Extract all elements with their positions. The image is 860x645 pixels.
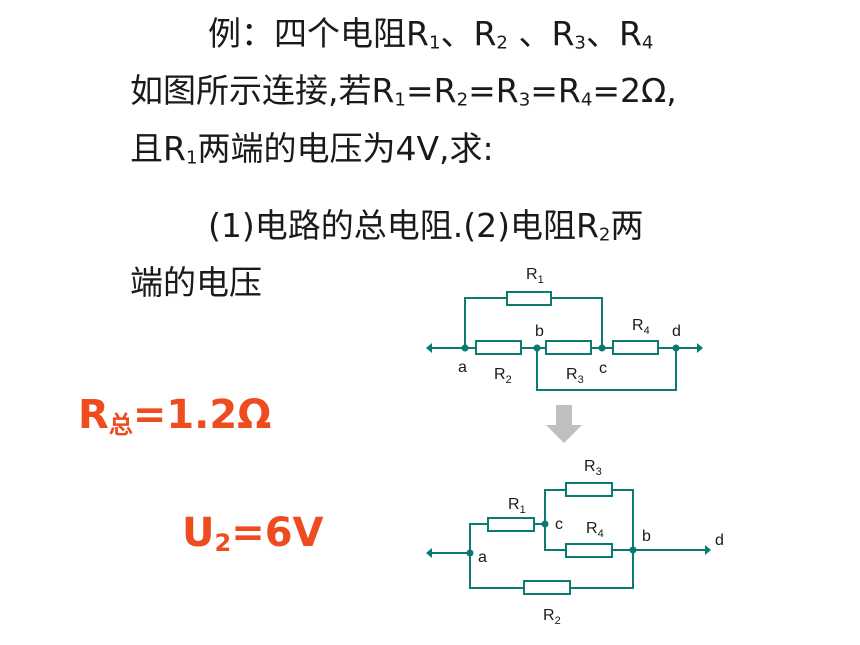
label-r1-eq: R1 — [508, 496, 526, 516]
node-a-dot — [461, 344, 469, 352]
subscript: 2 — [598, 224, 611, 246]
problem-line-2: 如图所示连接,若R1=R2=R3=R4=2Ω, — [130, 67, 730, 124]
problem-text: 、R — [440, 14, 497, 53]
answer-symbol: R — [78, 392, 109, 438]
node-c-dot — [598, 344, 606, 352]
subscript: 1 — [394, 89, 406, 111]
answer-total-resistance: R总=1.2Ω — [78, 392, 271, 440]
question-line-1: (1)电路的总电阻.(2)电阻R2两 — [130, 202, 730, 259]
label-r2-eq: R2 — [543, 607, 561, 627]
problem-text: =R — [405, 71, 457, 111]
answer-u2-voltage: U2=6V — [182, 510, 324, 557]
resistor-r2 — [475, 340, 522, 355]
subscript: 3 — [518, 89, 531, 111]
label-r2: R2 — [494, 366, 512, 386]
node-c-dot-eq — [541, 520, 549, 528]
label-r4: R4 — [632, 317, 650, 337]
resistor-r3 — [545, 340, 592, 355]
resistor-r4 — [612, 340, 659, 355]
answer-symbol: U — [182, 510, 215, 556]
answer-subscript: 总 — [108, 410, 133, 439]
subscript: 4 — [580, 89, 593, 111]
label-r3: R3 — [566, 366, 584, 386]
problem-text: =2Ω, — [592, 71, 677, 111]
problem-text: 且R — [130, 128, 186, 168]
subscript: 2 — [496, 32, 508, 54]
problem-text: 如图所示连接,若R — [130, 71, 395, 111]
label-node-c: c — [599, 360, 607, 377]
question-text: (1)电路的总电阻.(2)电阻R — [208, 205, 599, 245]
label-r4-eq: R4 — [586, 520, 604, 540]
problem-text: 两端的电压为4V,求: — [197, 128, 494, 168]
subscript: 1 — [185, 146, 198, 168]
label-node-a: a — [458, 359, 467, 376]
subscript: 3 — [574, 32, 586, 54]
answer-value: =6V — [231, 510, 324, 556]
down-arrow-icon — [546, 405, 582, 443]
terminal-arrow-right-2 — [705, 545, 711, 555]
label-node-a-eq: a — [478, 549, 487, 566]
node-b-dot — [533, 344, 541, 352]
subscript: 1 — [428, 32, 441, 54]
problem-text: =R — [530, 71, 581, 111]
subscript: 2 — [456, 89, 469, 111]
terminal-arrow-right — [697, 343, 703, 353]
label-node-d: d — [672, 323, 681, 340]
label-node-b: b — [535, 323, 544, 340]
node-d-dot — [672, 344, 680, 352]
resistor-r3-eq — [565, 482, 613, 497]
problem-line-3: 且R1两端的电压为4V,求: — [130, 125, 730, 182]
problem-line-1: 例：四个电阻R1、R2 、R3、R4 — [130, 10, 730, 67]
problem-text: 、R — [585, 14, 642, 53]
question-text: 两 — [610, 205, 644, 245]
problem-text: =R — [468, 71, 519, 111]
resistor-r2-eq — [523, 580, 571, 595]
label-node-d-eq: d — [715, 532, 724, 549]
circuit-original: R1 R2 R3 R4 a b c d — [426, 266, 703, 391]
subscript: 4 — [641, 32, 654, 54]
label-r3-eq: R3 — [584, 458, 602, 478]
answer-value: =1.2Ω — [132, 392, 272, 438]
terminal-arrow-left — [426, 343, 432, 353]
label-node-b-eq: b — [642, 528, 651, 545]
problem-text: 、R — [507, 14, 575, 53]
problem-statement: 例：四个电阻R1、R2 、R3、R4 如图所示连接,若R1=R2=R3=R4=2… — [130, 10, 730, 307]
circuit-equivalent: R3 R1 R4 R2 c a b d — [426, 458, 724, 627]
resistor-r4-eq — [565, 543, 613, 558]
node-b-dot-eq — [629, 546, 637, 554]
label-r1: R1 — [526, 266, 544, 286]
resistor-r1 — [506, 291, 552, 306]
resistor-r1-eq — [487, 517, 535, 532]
wire-bd-bypass — [536, 348, 677, 391]
label-node-c-eq: c — [555, 516, 563, 533]
question-line-2: 端的电压 — [130, 263, 262, 303]
answer-subscript: 2 — [214, 528, 232, 557]
problem-text: 例：四个电阻R — [208, 14, 429, 53]
node-a-dot-eq — [466, 549, 474, 557]
terminal-arrow-left-2 — [426, 548, 432, 558]
